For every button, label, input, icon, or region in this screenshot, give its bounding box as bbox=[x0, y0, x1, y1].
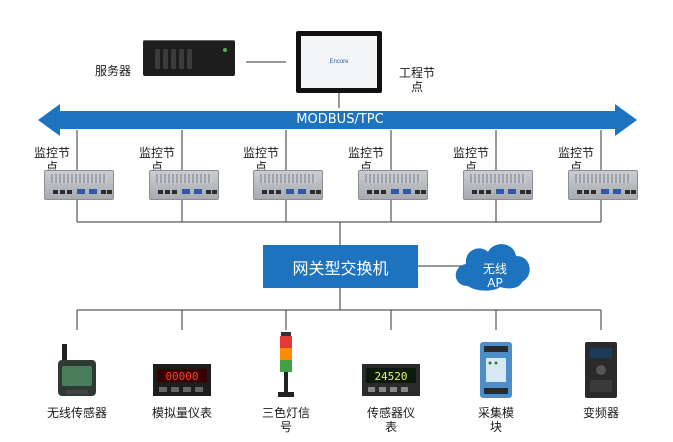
bus-drop-lines bbox=[76, 130, 602, 170]
server-icon bbox=[143, 40, 235, 76]
svg-text:00000: 00000 bbox=[165, 370, 198, 383]
device-label: 模拟量仪表 bbox=[151, 406, 212, 420]
monitor-node-device-icon bbox=[358, 170, 428, 200]
acquisition-module-icon bbox=[460, 330, 532, 400]
wireless-ap-label: 无线 AP bbox=[482, 262, 507, 290]
modbus-bus-arrow bbox=[38, 104, 637, 136]
monitor-node-device-icon bbox=[149, 170, 219, 200]
monitor-node-device-icon bbox=[253, 170, 323, 200]
device-label: 采集模块 bbox=[477, 406, 514, 434]
device-label: 传感器仪表 bbox=[366, 406, 415, 434]
svg-text:24520: 24520 bbox=[374, 370, 407, 383]
monitor-brand: Encore bbox=[329, 59, 349, 65]
inverter-icon bbox=[565, 330, 637, 400]
server-label: 服务器 bbox=[94, 64, 131, 78]
device-label: 无线传感器 bbox=[46, 406, 107, 420]
device-label: 变频器 bbox=[582, 406, 619, 420]
tower-light-icon bbox=[250, 330, 322, 400]
device-label: 三色灯信号 bbox=[261, 406, 310, 434]
engineering-node-label: 工程节 点 bbox=[398, 66, 435, 94]
engineering-monitor-icon: Encore bbox=[296, 31, 382, 93]
node-collector-lines bbox=[76, 200, 602, 245]
device-distribution-lines bbox=[76, 288, 602, 330]
monitor-node-device-icon bbox=[44, 170, 114, 200]
analog-meter-icon: 00000 bbox=[146, 330, 218, 400]
monitor-node-device-icon bbox=[463, 170, 533, 200]
monitor-node-device-icon bbox=[568, 170, 638, 200]
wireless-sensor-icon bbox=[41, 330, 113, 400]
gateway-switch: 网关型交换机 bbox=[263, 245, 418, 288]
modbus-label: MODBUS/TPC bbox=[296, 112, 384, 127]
sensor-meter-icon: 24520 bbox=[355, 330, 427, 400]
wireless-ap-cloud bbox=[455, 244, 530, 291]
